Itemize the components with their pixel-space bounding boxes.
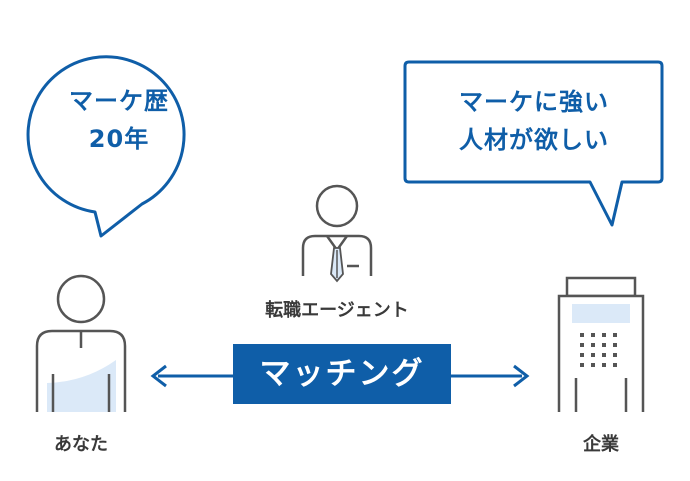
matching-label-box bbox=[233, 344, 451, 404]
you-bubble-line2: 20年 bbox=[88, 125, 150, 153]
company-speech-bubble bbox=[403, 60, 664, 227]
you-label: あなた bbox=[54, 434, 108, 455]
agent-person-icon bbox=[301, 184, 373, 283]
company-bubble-line1: マーケに強い bbox=[459, 88, 609, 116]
matching-label: マッチング bbox=[259, 356, 425, 392]
you-bubble-line1: マーケ歴 bbox=[69, 87, 169, 115]
you-speech-bubble bbox=[26, 55, 186, 238]
company-building-icon bbox=[557, 276, 645, 412]
you-bubble-text: マーケ歴 20年 bbox=[60, 82, 178, 158]
company-bubble-line2: 人材が欲しい bbox=[459, 126, 609, 154]
company-label: 企業 bbox=[583, 434, 619, 455]
agent-label: 転職エージェント bbox=[265, 300, 409, 321]
company-bubble-text: マーケに強い 人材が欲しい bbox=[410, 83, 658, 159]
you-person-icon bbox=[35, 274, 127, 412]
